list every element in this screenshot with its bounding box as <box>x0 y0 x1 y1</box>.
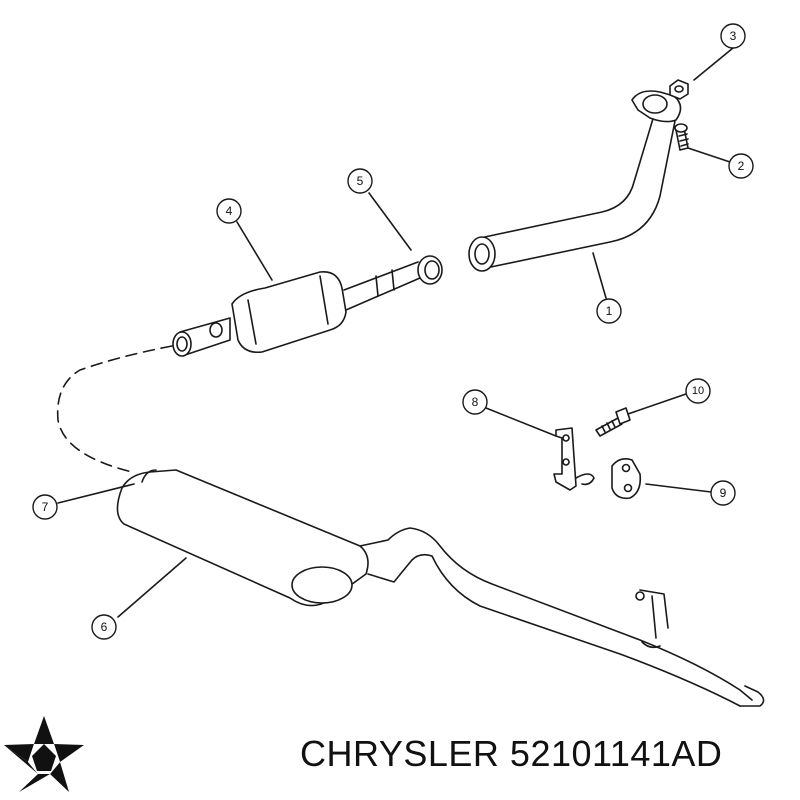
pentastar-icon <box>4 716 84 792</box>
callout-label-1: 1 <box>606 304 613 318</box>
callout-label-7: 7 <box>42 500 49 514</box>
flange-nut <box>669 79 689 100</box>
callout-bubble-2 <box>728 153 754 179</box>
callout-label-10: 10 <box>692 385 704 397</box>
flange-bolt <box>674 123 689 151</box>
muffler-tailpipe-assembly <box>116 469 765 707</box>
part-number: 52101141AD <box>509 733 723 774</box>
callout-bubble-5 <box>347 168 373 194</box>
rubber-isolator <box>611 458 642 500</box>
brand-name: CHRYSLER <box>300 733 500 774</box>
callout-bubble-10 <box>685 378 711 404</box>
callout-label-5: 5 <box>357 174 364 188</box>
callout-label-2: 2 <box>738 159 745 173</box>
callout-label-4: 4 <box>226 204 233 218</box>
callout-bubble-3 <box>720 23 746 49</box>
hidden-connection-line <box>56 345 173 473</box>
callout-label-6: 6 <box>101 620 108 634</box>
callout-bubble-6 <box>91 614 117 640</box>
callout-label-8: 8 <box>472 395 479 409</box>
hanger-bracket <box>553 427 595 491</box>
catalytic-converter <box>172 255 443 357</box>
callout-label-3: 3 <box>730 29 737 43</box>
front-exhaust-pipe <box>468 90 682 272</box>
bracket-bolt <box>595 407 631 437</box>
callout-bubble-4 <box>216 198 242 224</box>
callout-bubble-7 <box>32 494 58 520</box>
brand-part-label: CHRYSLER 52101141AD <box>300 733 722 775</box>
callout-bubble-8 <box>462 389 488 415</box>
callout-label-9: 9 <box>720 486 727 500</box>
callout-bubble-9 <box>710 480 736 506</box>
callout-bubble-1 <box>596 298 622 324</box>
